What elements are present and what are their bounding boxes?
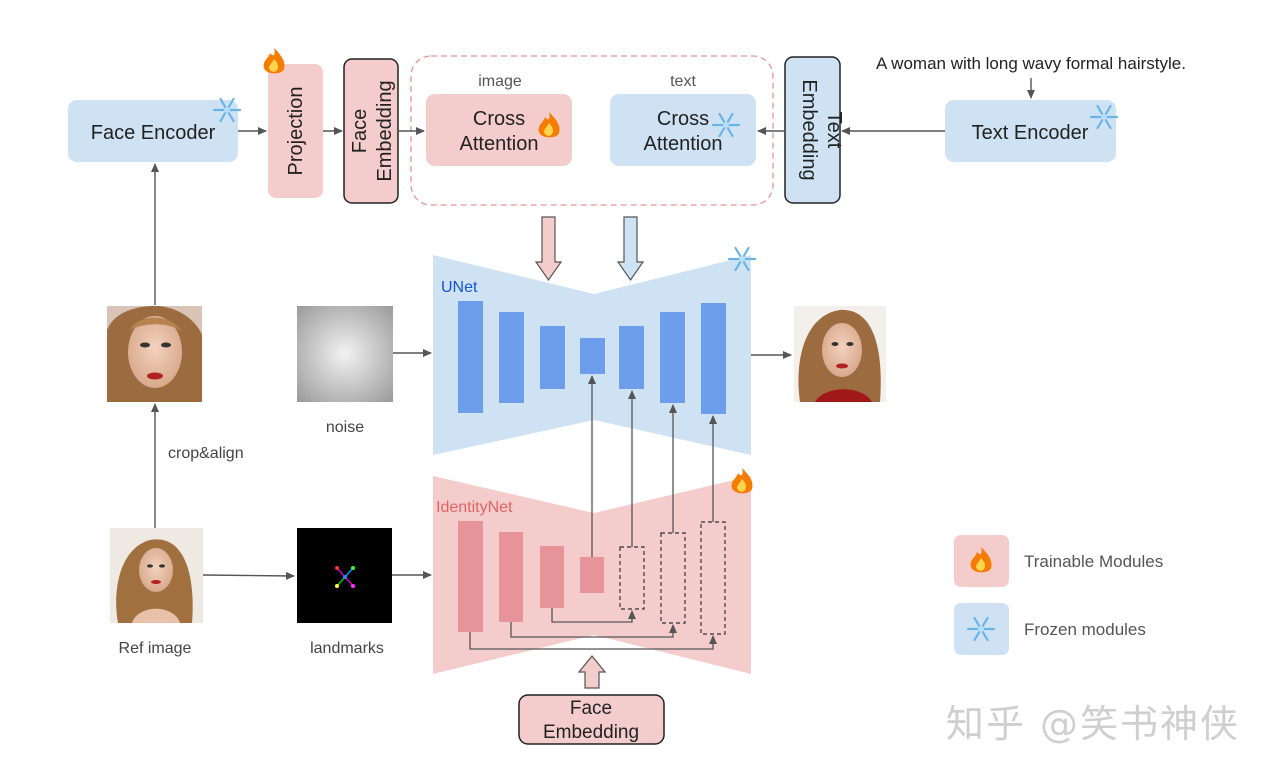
noise-label: noise: [326, 419, 364, 436]
fire-icon: [970, 547, 992, 573]
face-embedding-bottom-line1: Face: [570, 698, 612, 719]
image-tag: image: [478, 73, 522, 90]
unet-block: [540, 326, 565, 389]
unet-block: [619, 326, 644, 389]
idnet-dashed-block: [700, 521, 726, 635]
idnet-block: [458, 521, 483, 632]
idnet-block: [499, 532, 523, 622]
unet-block: [499, 312, 524, 403]
snowflake-icon: [966, 616, 996, 642]
face-embedding-injection-arrow: [577, 655, 607, 689]
identitynet-dashed-blocks: [619, 521, 726, 635]
landmarks-label: landmarks: [310, 640, 384, 657]
cross-attention-image-line2: Attention: [460, 133, 539, 155]
ref-image-label: Ref image: [119, 640, 192, 657]
ref-image: [110, 528, 203, 623]
idnet-block: [580, 557, 604, 593]
cross-attention-image-box: Cross Attention: [426, 94, 572, 166]
landmarks-image: [297, 528, 392, 623]
face-embedding-top-line2: Embedding: [374, 80, 396, 181]
legend: Trainable Modules Frozen modules: [954, 535, 1163, 655]
snowflake-icon: [212, 97, 242, 123]
top-arrows: [151, 78, 1035, 528]
text-encoder-box: Text Encoder: [945, 100, 1116, 162]
output-image: [794, 306, 886, 402]
idnet-dashed-block: [660, 532, 686, 624]
projection-label: Projection: [285, 87, 307, 176]
face-embedding-bottom-line2: Embedding: [543, 722, 639, 743]
flow-arrows: [202, 349, 792, 580]
cross-attention-text-box: Cross Attention: [610, 94, 756, 166]
text-embedding-line2: Embedding: [798, 79, 820, 180]
snowflake-icon: [1089, 104, 1119, 130]
unet-block: [458, 301, 483, 413]
face-embedding-bottom-box: Face Embedding: [518, 694, 665, 745]
noise-image: [297, 306, 393, 402]
cross-attention-text-line2: Attention: [644, 133, 723, 155]
legend-frozen-label: Frozen modules: [1024, 620, 1146, 639]
text-embedding-line1: Text: [823, 112, 845, 149]
snowflake-icon: [727, 246, 757, 272]
unet-block: [660, 312, 685, 403]
fire-icon: [731, 468, 753, 494]
identitynet-label: IdentityNet: [436, 499, 513, 516]
image-injection-arrow: [534, 216, 563, 282]
watermark: 知乎 @笑书神侠: [945, 702, 1240, 746]
fire-icon: [263, 48, 285, 74]
unet-blocks: [458, 301, 726, 414]
identitynet-skips: [469, 375, 717, 650]
unet-block: [701, 303, 726, 414]
unet-label: UNet: [441, 279, 478, 296]
cropped-face-image: [107, 306, 202, 402]
text-embedding-box: Text Embedding: [784, 56, 845, 204]
projection-box: Projection: [268, 64, 323, 198]
face-embedding-top-box: Face Embedding: [343, 58, 399, 204]
idnet-dashed-block: [619, 546, 645, 610]
cross-attention-text-line1: Cross: [657, 108, 709, 130]
face-encoder-box: Face Encoder: [68, 100, 238, 162]
snowflake-icon: [711, 112, 741, 138]
text-injection-arrow: [616, 216, 645, 282]
fire-icon: [538, 112, 560, 138]
face-embedding-top-line1: Face: [349, 109, 371, 153]
unet-block: [580, 338, 605, 374]
caption-text: A woman with long wavy formal hairstyle.: [876, 54, 1186, 73]
crop-align-label: crop&align: [168, 445, 244, 462]
face-encoder-label: Face Encoder: [91, 122, 216, 144]
text-tag: text: [670, 73, 696, 90]
cross-attention-image-line1: Cross: [473, 108, 525, 130]
legend-trainable-label: Trainable Modules: [1024, 552, 1163, 571]
idnet-block: [540, 546, 564, 608]
identitynet-blocks: [458, 521, 604, 632]
text-encoder-label: Text Encoder: [972, 122, 1089, 144]
